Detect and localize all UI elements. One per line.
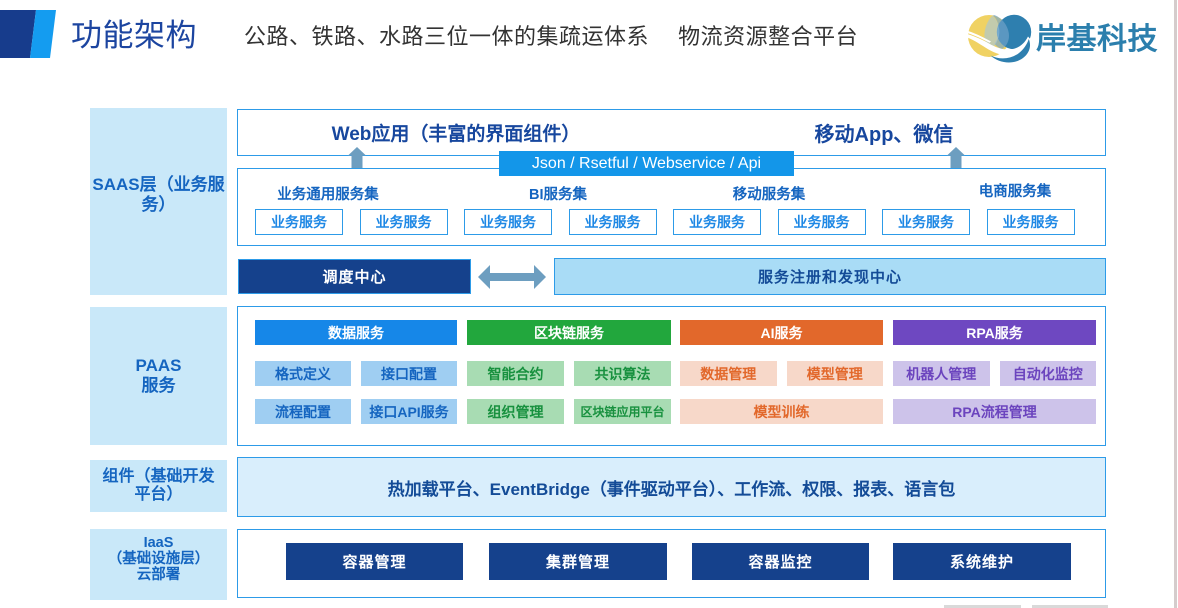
paas-cell: 模型训练 xyxy=(680,399,883,424)
service-chip: 业务服务 xyxy=(777,209,866,235)
paas-cell: 智能合约 xyxy=(467,361,564,386)
iaas-item: 容器管理 xyxy=(286,543,463,580)
iaas-item: 系统维护 xyxy=(893,543,1071,580)
paas-cell: 流程配置 xyxy=(255,399,351,424)
paas-cell: 格式定义 xyxy=(255,361,351,386)
dispatch-center-bar: 调度中心 xyxy=(238,259,471,294)
layer-label-paas: PAAS 服务 xyxy=(90,307,227,445)
paas-cell: 机器人管理 xyxy=(893,361,990,386)
company-logo-icon xyxy=(965,14,1032,63)
paas-cell: 区块链应用平台 xyxy=(574,399,671,424)
service-group-title-mobile: 移动服务集 xyxy=(732,186,806,203)
web-app-text: Web应用（丰富的界面组件） xyxy=(331,124,581,145)
component-box xyxy=(237,457,1106,517)
paas-group-header-rpa: RPA服务 xyxy=(893,320,1096,345)
paas-cell: 接口配置 xyxy=(361,361,457,386)
paas-group-header-data: 数据服务 xyxy=(255,320,457,345)
paas-group-header-blockchain: 区块链服务 xyxy=(467,320,671,345)
paas-cell: 数据管理 xyxy=(680,361,777,386)
service-chip: 业务服务 xyxy=(673,209,761,235)
layer-label-saas: SAAS层（业务服 务） xyxy=(90,108,227,295)
paas-cell: RPA流程管理 xyxy=(893,399,1096,424)
service-chip: 业务服务 xyxy=(359,209,448,235)
window-edge-line xyxy=(1174,0,1177,608)
mobile-app-text: 移动App、微信 xyxy=(814,124,954,146)
service-group-title-bi: BI服务集 xyxy=(529,186,587,203)
header-accent-shape xyxy=(0,10,56,58)
service-chip: 业务服务 xyxy=(882,209,970,235)
component-content-text: 热加载平台、EventBridge（事件驱动平台）、工作流、权限、报表、语言包 xyxy=(387,479,956,499)
api-banner: Json / Rsetful / Webservice / Api xyxy=(499,151,794,176)
paas-cell: 模型管理 xyxy=(786,361,883,386)
paas-group-header-ai: AI服务 xyxy=(680,320,883,345)
bottom-stub-left-button[interactable] xyxy=(944,605,1021,608)
paas-cell: 接口API服务 xyxy=(361,399,457,424)
paas-cell: 自动化监控 xyxy=(999,361,1096,386)
leftright-arrow-icon xyxy=(478,265,546,289)
bottom-stub-right-button[interactable] xyxy=(1032,605,1108,608)
page-subtitle: 公路、铁路、水路三位一体的集疏运体系 物流资源整合平台 xyxy=(244,24,859,49)
layer-label-iaas: IaaS （基础设施层） 云部署 xyxy=(90,529,227,600)
service-chip: 业务服务 xyxy=(986,209,1075,235)
iaas-item: 容器监控 xyxy=(692,543,869,580)
iaas-item: 集群管理 xyxy=(489,543,667,580)
paas-cell: 组织管理 xyxy=(467,399,564,424)
service-group-title-business: 业务通用服务集 xyxy=(277,186,379,203)
service-chip: 业务服务 xyxy=(255,209,343,235)
service-group-title-ecommerce: 电商服务集 xyxy=(978,183,1052,200)
service-chip: 业务服务 xyxy=(464,209,552,235)
page-title: 功能架构 xyxy=(71,17,197,53)
company-logo-text: 岸基科技 xyxy=(1036,23,1158,56)
layer-label-component: 组件（基础开发 平台） xyxy=(90,460,227,512)
service-registry-bar: 服务注册和发现中心 xyxy=(554,258,1106,295)
paas-cell: 共识算法 xyxy=(574,361,671,386)
service-chip: 业务服务 xyxy=(568,209,657,235)
